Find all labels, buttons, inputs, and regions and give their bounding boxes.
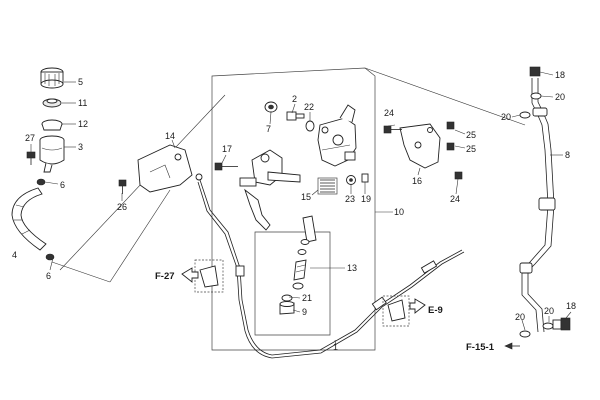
sealing-washer-bottom-2	[542, 322, 554, 330]
cable-holder	[244, 188, 271, 231]
callout-9: 9	[302, 307, 307, 317]
joint-washer	[305, 120, 315, 132]
piston-cup	[279, 301, 295, 315]
callout-3: 3	[78, 142, 83, 152]
piston-spring	[281, 294, 293, 302]
sealing-washer-bottom-1	[519, 330, 531, 338]
reservoir-hose	[11, 187, 47, 251]
reservoir-plate	[42, 98, 62, 108]
master-cylinder-body	[317, 104, 357, 167]
callout-4: 4	[12, 250, 17, 260]
callout-27: 27	[25, 133, 35, 143]
clutch-hose	[519, 78, 556, 333]
reservoir-tank	[39, 135, 65, 173]
f27-ref-bracket	[181, 259, 224, 293]
return-spring	[317, 177, 338, 195]
callout-20-top-1: 20	[555, 92, 565, 102]
callout-24-top: 24	[384, 108, 394, 118]
callout-7: 7	[266, 124, 271, 134]
callout-20-top-2: 20	[501, 112, 511, 122]
callout-17: 17	[222, 144, 232, 154]
cover-bolt	[118, 179, 127, 194]
sealing-washer-top-1	[530, 92, 542, 100]
callout-21: 21	[302, 293, 312, 303]
clutch-cable	[195, 173, 465, 359]
callout-11: 11	[78, 98, 87, 108]
adjuster-washer	[361, 173, 369, 183]
ref-e9[interactable]: E-9	[428, 305, 443, 316]
mounting-bracket	[399, 123, 441, 169]
joint-bolt	[286, 111, 305, 121]
callout-leaders	[30, 71, 572, 346]
callout-2: 2	[292, 94, 297, 104]
reservoir-cover	[137, 144, 193, 193]
reservoir-joint-seal	[264, 101, 278, 113]
callout-20-bottom-2: 20	[544, 306, 554, 316]
bracket-bolt-25-upper	[446, 121, 455, 130]
f15-1-arrow	[504, 342, 513, 350]
hose-leader-line-2	[109, 189, 171, 283]
callout-19: 19	[361, 194, 371, 204]
e9-ref-bracket	[382, 295, 426, 327]
callout-20-bottom-1: 20	[515, 312, 525, 322]
bracket-bolt-25-lower	[446, 142, 455, 151]
callout-24-bottom: 24	[450, 194, 460, 204]
callout-25-bottom: 25	[466, 144, 476, 154]
callout-8: 8	[565, 150, 570, 160]
ref-f15-1[interactable]: F-15-1	[466, 342, 495, 353]
inner-frame	[254, 231, 331, 336]
hose-bolt-bottom	[552, 317, 571, 331]
bracket-bolt-lower	[454, 171, 463, 180]
callout-1: 1	[333, 342, 338, 352]
frame-leader-line	[364, 67, 526, 126]
callout-5: 5	[78, 77, 83, 87]
adjuster-nut	[346, 175, 356, 185]
callout-16: 16	[412, 176, 422, 186]
callout-25-top: 25	[466, 130, 476, 140]
hose-bolt-top	[529, 66, 541, 77]
reservoir-cap	[40, 67, 64, 89]
hose-leader-line	[51, 261, 111, 283]
callout-26: 26	[117, 202, 127, 212]
callout-18-bottom: 18	[566, 301, 576, 311]
bracket-bolt-upper	[383, 125, 402, 134]
callout-22: 22	[304, 102, 314, 112]
clutch-lever-bracket	[239, 149, 301, 187]
callout-14: 14	[165, 131, 175, 141]
callout-10: 10	[394, 207, 404, 217]
pivot-bolt	[214, 162, 238, 171]
piston-kit	[292, 215, 317, 290]
callout-18-top: 18	[555, 70, 565, 80]
hose-clip-top	[36, 178, 46, 186]
hose-clip-bottom	[45, 253, 55, 261]
reservoir-diaphragm	[41, 119, 63, 131]
callout-6-top: 6	[60, 180, 65, 190]
callout-15: 15	[301, 192, 311, 202]
callout-12: 12	[78, 119, 88, 129]
callout-23: 23	[345, 194, 355, 204]
callout-13: 13	[347, 263, 357, 273]
sealing-washer-top-2	[519, 111, 531, 119]
assembly-frame	[211, 67, 376, 351]
ref-f27[interactable]: F-27	[155, 271, 175, 282]
callout-6-bottom: 6	[46, 271, 51, 281]
